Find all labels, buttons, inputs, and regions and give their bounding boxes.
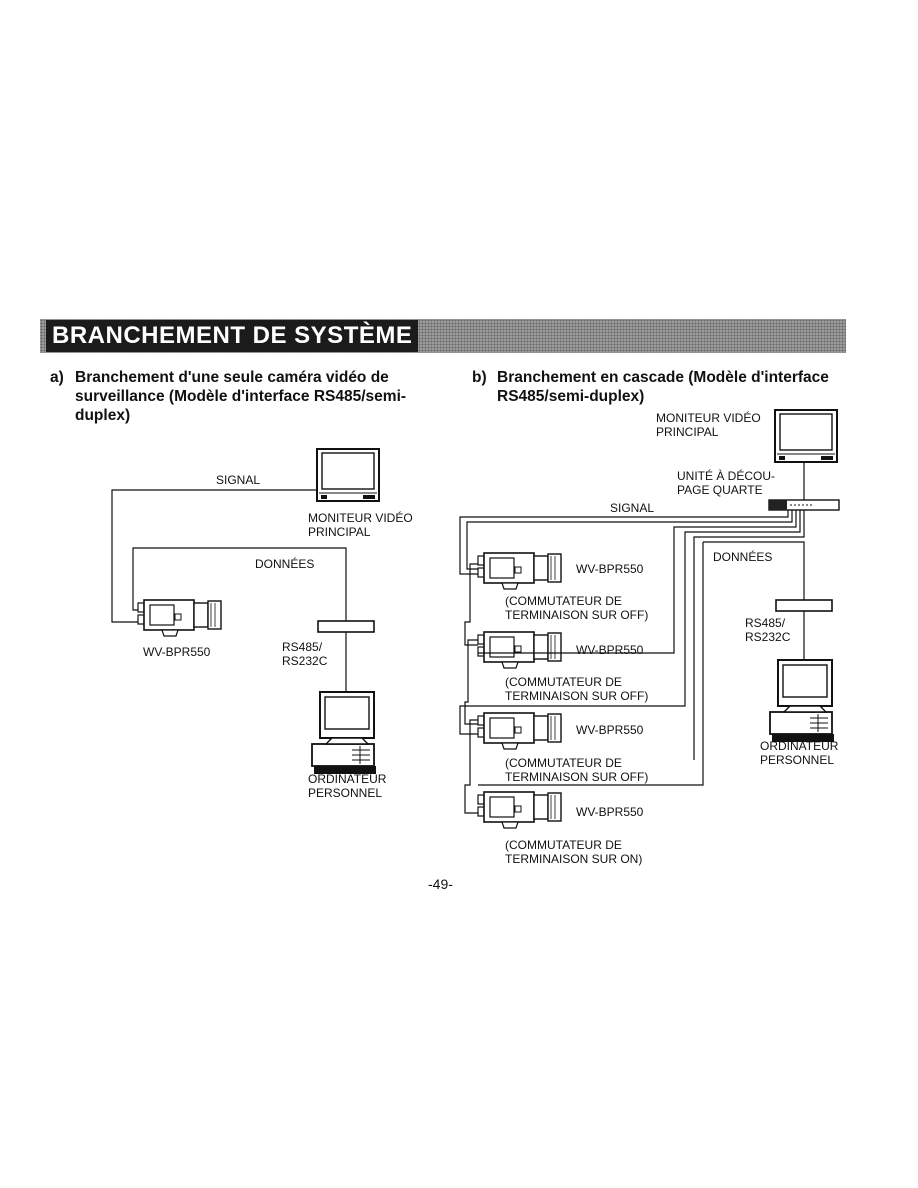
computer-icon <box>311 691 377 775</box>
quad-unit-label: UNITÉ À DÉCOU- PAGE QUARTE <box>677 469 776 497</box>
terminator-note: (COMMUTATEUR DE TERMINAISON SUR OFF) <box>505 594 649 622</box>
camera-icon <box>477 631 562 669</box>
camera-model-label: WV-BPR550 <box>576 562 644 576</box>
camera-icon <box>477 552 562 590</box>
signal-label: SIGNAL <box>216 473 261 487</box>
converter-label: RS485/ RS232C <box>745 616 791 644</box>
data-label: DONNÉES <box>255 557 315 571</box>
camera-model-label: WV-BPR550 <box>143 645 211 659</box>
camera-model-label: WV-BPR550 <box>576 805 644 819</box>
converter-icon <box>317 620 375 633</box>
camera-model-label: WV-BPR550 <box>576 643 644 657</box>
section-a-title: Branchement d'une seule caméra vidéo de … <box>75 369 407 424</box>
section-a-letter: a) <box>50 369 64 386</box>
data-label: DONNÉES <box>713 550 773 564</box>
monitor-icon <box>774 409 838 463</box>
camera-icon <box>137 599 222 637</box>
page-title: BRANCHEMENT DE SYSTÈME <box>46 320 419 352</box>
signal-label: SIGNAL <box>610 501 655 515</box>
terminator-note: (COMMUTATEUR DE TERMINAISON SUR OFF) <box>505 756 649 784</box>
camera-icon <box>477 791 562 829</box>
monitor-label: MONITEUR VIDÉO PRINCIPAL <box>308 511 413 539</box>
camera-icon <box>477 712 562 750</box>
monitor-icon <box>316 448 380 502</box>
computer-icon <box>769 659 835 743</box>
monitor-label: MONITEUR VIDÉO PRINCIPAL <box>656 411 761 439</box>
diagram-b <box>459 409 840 829</box>
camera-model-label: WV-BPR550 <box>576 723 644 737</box>
pc-label: ORDINATEUR PERSONNEL <box>308 772 387 800</box>
section-b-heading: b) Branchement en cascade (Modèle d'inte… <box>472 368 862 408</box>
converter-label: RS485/ RS232C <box>282 640 328 668</box>
page-number: -49- <box>428 876 453 892</box>
section-a-heading: a) Branchement d'une seule caméra vidéo … <box>50 368 430 428</box>
section-b-title: Branchement en cascade (Modèle d'interfa… <box>497 369 829 405</box>
diagram-a <box>111 448 380 775</box>
section-banner: BRANCHEMENT DE SYSTÈME <box>40 319 846 353</box>
terminator-note: (COMMUTATEUR DE TERMINAISON SUR ON) <box>505 838 643 866</box>
terminator-note: (COMMUTATEUR DE TERMINAISON SUR OFF) <box>505 675 649 703</box>
pc-label: ORDINATEUR PERSONNEL <box>760 739 839 767</box>
section-b-letter: b) <box>472 369 487 386</box>
converter-icon <box>775 599 833 612</box>
